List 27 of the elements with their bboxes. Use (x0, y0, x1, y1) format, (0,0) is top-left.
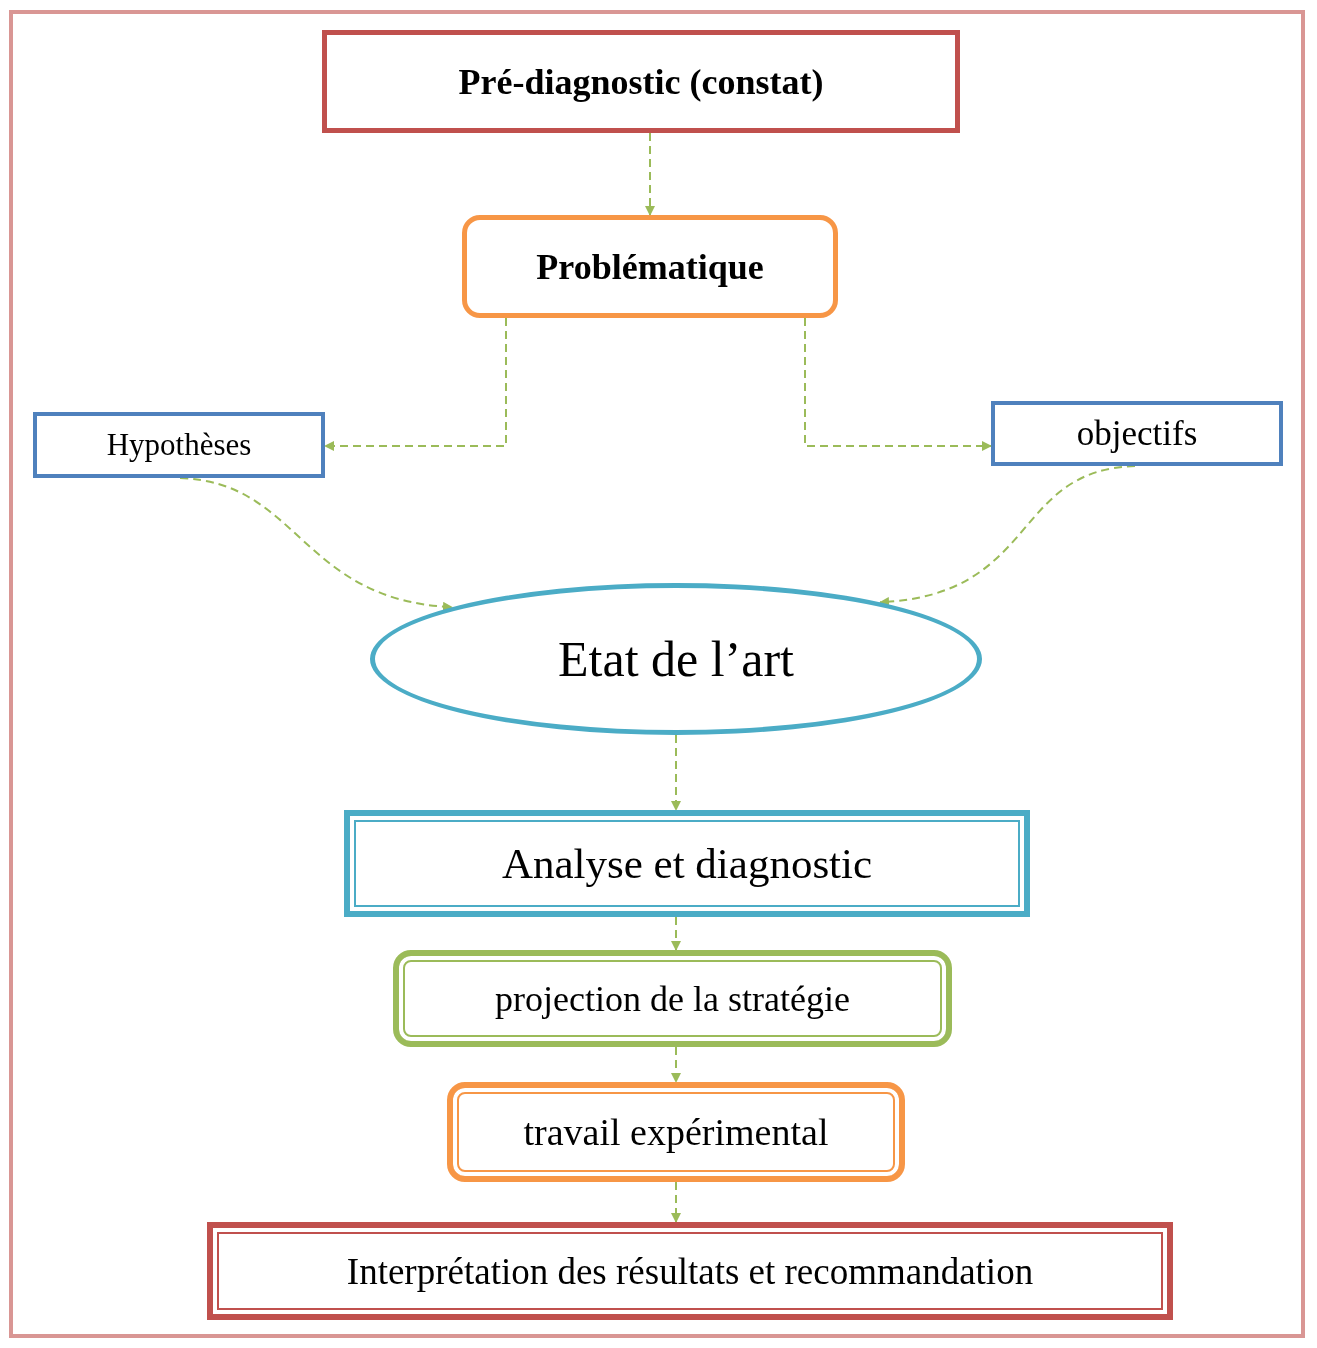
double-border-box (344, 810, 1030, 917)
node-label: Analyse et diagnostic (501, 839, 873, 888)
double-border-rounded-box (447, 1082, 905, 1182)
dashed-arrow (671, 1181, 681, 1223)
node-label: objectifs (1076, 413, 1198, 454)
node-label: projection de la stratégie (495, 977, 850, 1020)
double-border-box (207, 1222, 1173, 1320)
dashed-arrow (879, 465, 1136, 607)
dashed-arrow (179, 477, 453, 612)
dashed-arrow (324, 317, 507, 451)
ellipse-node (370, 583, 982, 735)
process-box (33, 412, 325, 478)
dashed-arrow (645, 132, 655, 216)
node-label: Pré-diagnostic (constat) (458, 60, 824, 103)
node-label: Etat de l’art (558, 630, 794, 688)
process-box (991, 401, 1283, 466)
dashed-arrow (671, 916, 681, 951)
rounded-box (462, 215, 838, 318)
dashed-arrow (671, 1046, 681, 1083)
dashed-arrow (671, 734, 681, 811)
node-label: travail expérimental (523, 1110, 829, 1154)
node-label: Interprétation des résultats et recommandation (346, 1249, 1034, 1293)
process-box (322, 30, 960, 133)
node-label: Hypothèses (106, 427, 252, 463)
node-label: Problématique (536, 245, 764, 288)
double-border-rounded-box (393, 950, 952, 1047)
dashed-arrow (804, 317, 992, 451)
